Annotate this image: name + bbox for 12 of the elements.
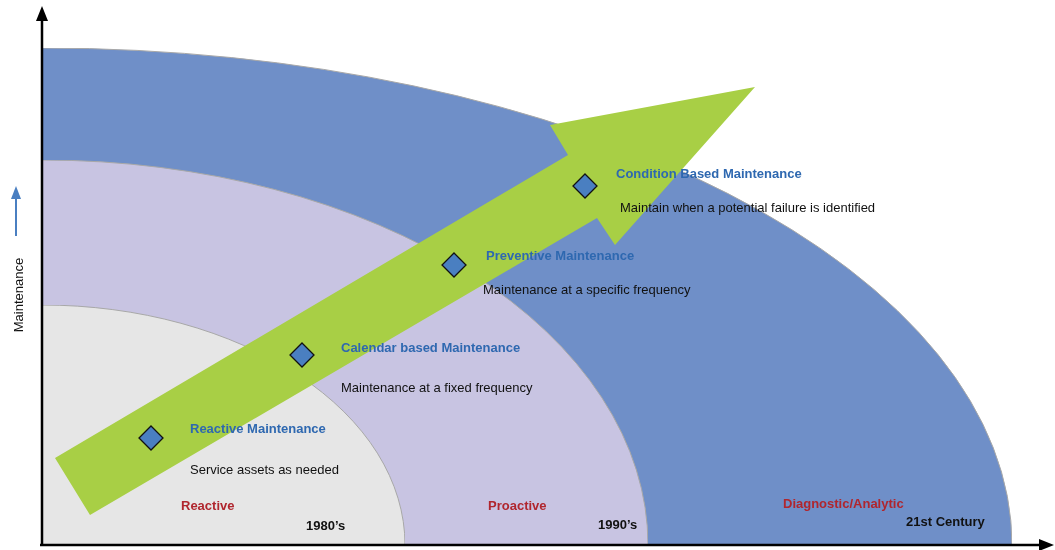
era-label: Proactive bbox=[488, 498, 547, 513]
milestone-title: Reactive Maintenance bbox=[190, 421, 326, 436]
milestone-description: Maintenance at a fixed frequency bbox=[341, 380, 533, 395]
era-label: Diagnostic/Analytic bbox=[783, 496, 904, 511]
era-period: 1990’s bbox=[598, 517, 638, 532]
era-period: 21st Century bbox=[906, 514, 985, 529]
axis-label: Maintenance bbox=[10, 257, 26, 333]
era-label: Reactive bbox=[181, 498, 235, 513]
milestone-description: Service assets as needed bbox=[190, 462, 339, 477]
era-period: 1980’s bbox=[306, 518, 346, 533]
milestone-title: Condition Based Maintenance bbox=[616, 166, 802, 181]
milestone-description: Maintenance at a specific frequency bbox=[483, 282, 691, 297]
